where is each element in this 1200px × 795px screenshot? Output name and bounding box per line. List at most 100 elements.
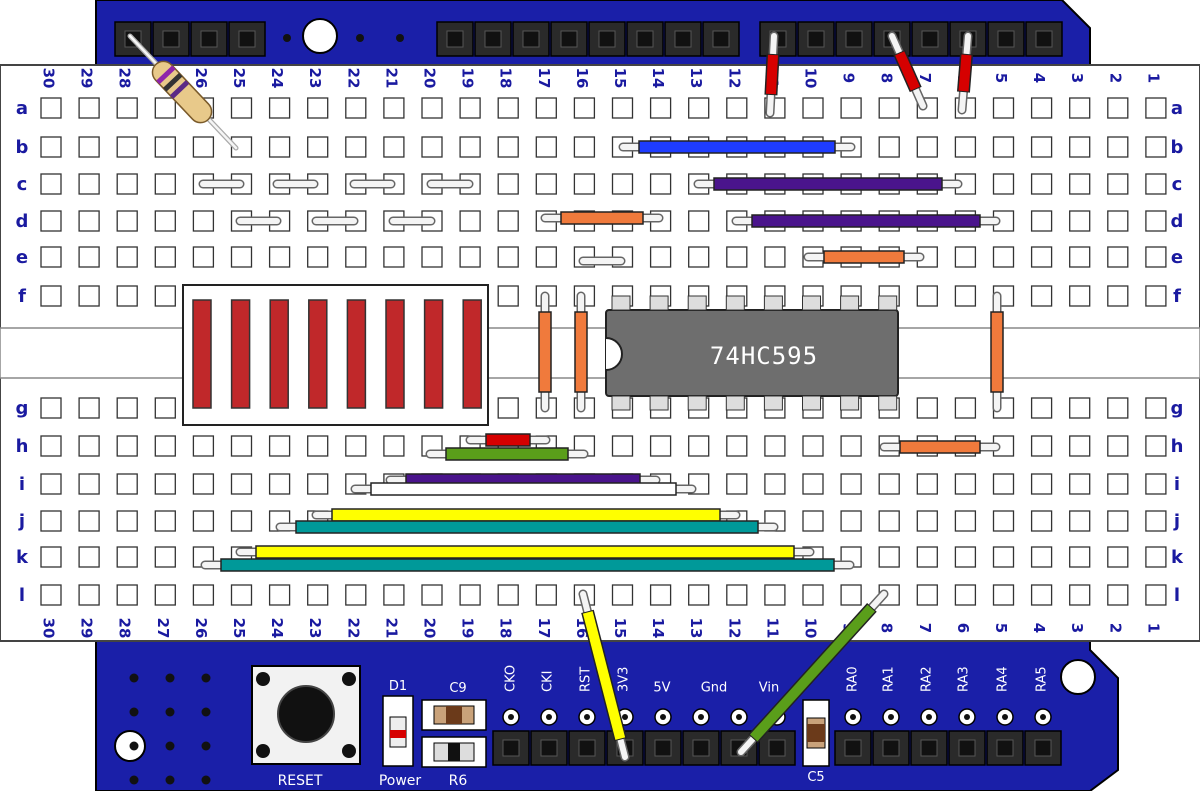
breadboard-hole <box>1145 246 1167 268</box>
header-socket-pin <box>446 30 464 48</box>
column-number-bottom: 6 <box>954 623 972 633</box>
ic-pin <box>763 295 783 311</box>
breadboard-hole <box>916 584 938 606</box>
breadboard-hole <box>573 173 596 195</box>
breadboard-hole <box>1069 173 1091 195</box>
breadboard-hole <box>459 97 481 119</box>
breadboard-hole <box>1145 136 1167 158</box>
header-pad-hole <box>1040 714 1046 720</box>
via-dot <box>201 673 211 683</box>
header-socket-pin <box>238 30 256 48</box>
breadboard-hole <box>954 473 977 495</box>
reset-button-leg <box>342 672 356 686</box>
breadboard-hole <box>268 473 291 495</box>
column-number-top: 24 <box>268 68 286 89</box>
orange-wire-insulation <box>899 440 981 454</box>
breadboard-hole <box>802 510 824 532</box>
column-number-top: 16 <box>573 68 591 89</box>
column-number-top: 25 <box>230 68 248 89</box>
breadboard-hole <box>40 173 62 195</box>
header-socket <box>986 730 1024 766</box>
breadboard-hole <box>78 584 100 606</box>
breadboard-hole <box>688 246 710 268</box>
header-socket-pin <box>921 30 939 48</box>
breadboard-hole <box>307 136 329 158</box>
breadboard-hole <box>154 97 176 119</box>
column-number-bottom: 22 <box>344 618 362 639</box>
breadboard-hole <box>726 584 748 606</box>
row-letter-right: l <box>1174 585 1180 606</box>
header-socket-pin <box>997 30 1015 48</box>
breadboard-hole <box>154 173 176 195</box>
red-wire-insulation <box>895 51 920 91</box>
column-number-bottom: 11 <box>763 618 781 639</box>
breadboard-hole <box>497 397 519 419</box>
row-letter-right: g <box>1171 398 1184 419</box>
breadboard-hole <box>1069 136 1091 158</box>
reset-button-cap-icon <box>277 685 335 743</box>
breadboard-hole <box>1069 97 1091 119</box>
breadboard-hole <box>688 210 710 232</box>
header-socket-pin <box>692 739 710 757</box>
breadboard-hole <box>230 97 253 119</box>
via-dot <box>396 34 404 42</box>
breadboard-hole <box>192 435 215 457</box>
header-socket-pin <box>636 30 654 48</box>
breadboard-hole <box>40 473 62 495</box>
column-number-top: 13 <box>687 68 705 89</box>
header-socket-pin <box>844 739 862 757</box>
column-number-top: 19 <box>459 68 477 89</box>
breadboard-hole <box>345 136 367 158</box>
orange-wire-insulation <box>560 211 644 225</box>
breadboard-hole <box>1107 473 1129 495</box>
header-socket-pin <box>996 739 1014 757</box>
breadboard-hole <box>40 510 62 532</box>
breadboard-hole <box>78 546 100 568</box>
breadboard-hole <box>78 136 100 158</box>
row-letter-right: b <box>1171 137 1184 158</box>
via-dot <box>129 741 139 751</box>
breadboard-hole <box>78 173 100 195</box>
column-number-top: 28 <box>116 68 134 89</box>
breadboard-hole <box>916 285 938 307</box>
row-letter-left: j <box>18 511 25 532</box>
breadboard-hole <box>116 173 138 195</box>
breadboard-hole <box>726 246 748 268</box>
reset-button-leg <box>256 672 270 686</box>
breadboard-hole <box>154 246 176 268</box>
column-number-top: 10 <box>802 68 820 89</box>
via-dot <box>129 707 139 717</box>
ic-pin <box>840 395 860 411</box>
header-pad-hole <box>660 714 666 720</box>
header-socket-pin <box>502 739 520 757</box>
header-socket-pin <box>560 30 578 48</box>
column-number-top: 1 <box>1144 73 1162 83</box>
ic-pins <box>611 295 898 411</box>
breadboard-hole <box>1069 584 1091 606</box>
breadboard-hole <box>1030 473 1053 495</box>
green-wire-insulation <box>750 604 875 742</box>
breadboard-hole <box>688 584 710 606</box>
header-pad-hole <box>850 714 856 720</box>
via-dot <box>165 707 175 717</box>
breadboard-hole <box>916 510 938 532</box>
breadboard-hole <box>535 246 557 268</box>
breadboard-hole <box>1107 510 1129 532</box>
row-letter-right: a <box>1171 98 1183 119</box>
breadboard-hole <box>40 584 62 606</box>
column-number-bottom: 5 <box>992 623 1010 633</box>
breadboard-hole <box>688 435 710 457</box>
yellow-wire-insulation <box>582 611 626 740</box>
breadboard-hole <box>154 136 176 158</box>
mounting-hole-icon <box>1060 659 1096 695</box>
led-bar <box>308 299 328 409</box>
breadboard-hole <box>154 397 176 419</box>
pin-label: RA0 <box>846 666 861 692</box>
column-number-bottom: 29 <box>78 618 96 639</box>
breadboard-hole <box>497 210 519 232</box>
breadboard-hole <box>1069 510 1091 532</box>
header-socket-pin <box>920 739 938 757</box>
column-number-top: 30 <box>40 68 58 89</box>
